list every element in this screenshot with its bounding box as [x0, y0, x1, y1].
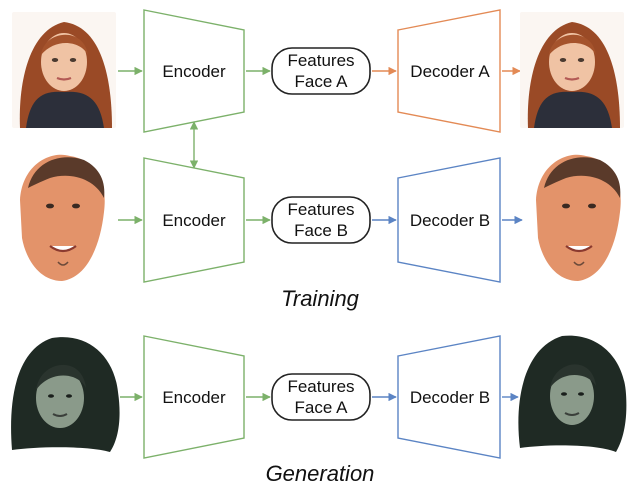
encoder-shape [143, 9, 245, 133]
row-training-face-a: Encoder Features Face A Decoder A [12, 9, 624, 133]
features-label-line2: Face B [294, 221, 348, 240]
row-training-face-b: Encoder Features Face B Decoder B [20, 154, 621, 283]
input-face-b-image [20, 154, 105, 281]
encoder-label: Encoder [162, 62, 226, 81]
output-face-a-image [520, 12, 624, 128]
encoder-label: Encoder [162, 211, 226, 230]
features-label-line2: Face A [295, 72, 349, 91]
features-label-line1: Features [287, 51, 354, 70]
output-face-b-image [536, 154, 621, 281]
caption-generation: Generation [266, 461, 375, 486]
input-generation-image [11, 337, 120, 452]
decoder-a-label: Decoder A [410, 62, 490, 81]
features-box [271, 196, 371, 244]
decoder-b-label: Decoder B [410, 388, 490, 407]
decoder-b-label: Decoder B [410, 211, 490, 230]
encoder-label: Encoder [162, 388, 226, 407]
decoder-b-shape [397, 335, 501, 459]
output-generation-image [518, 335, 627, 452]
features-box [271, 47, 371, 95]
features-label-line1: Features [287, 200, 354, 219]
features-box [271, 373, 371, 421]
row-generation: Encoder Features Face A Decoder B [11, 335, 627, 459]
input-face-a-image [12, 12, 116, 128]
decoder-b-shape [397, 157, 501, 283]
features-label-line1: Features [287, 377, 354, 396]
encoder-shape [143, 335, 245, 459]
encoder-shape [143, 157, 245, 283]
decoder-a-shape [397, 9, 501, 133]
features-label-line2: Face A [295, 398, 349, 417]
caption-training: Training [281, 286, 360, 311]
